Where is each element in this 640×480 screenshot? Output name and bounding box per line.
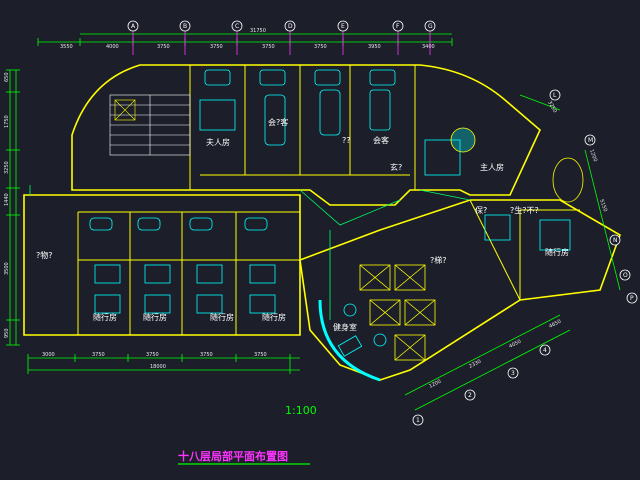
dim-top-4: 3750 bbox=[210, 44, 223, 50]
dim-top-1: 3550 bbox=[60, 44, 73, 50]
room-label-wu: ?物? bbox=[36, 250, 53, 260]
axis-top-e: E bbox=[341, 23, 345, 30]
dim-diag-1: 1200 bbox=[428, 379, 442, 390]
room-label-bao-xian: 保? bbox=[475, 205, 487, 215]
axis-right-l: L bbox=[553, 92, 557, 99]
dim-top-5: 3750 bbox=[262, 44, 275, 50]
dim-top-8: 3400 bbox=[422, 44, 435, 50]
dim-left-3: 3250 bbox=[4, 161, 10, 174]
axis-diag-4: 4 bbox=[543, 347, 547, 354]
axis-diag-1: 1 bbox=[416, 417, 420, 424]
drawing-scale: 1:100 bbox=[285, 404, 317, 417]
stair-core bbox=[109, 94, 191, 156]
dim-diag-2: 2330 bbox=[468, 359, 482, 370]
dim-diag-3: 4050 bbox=[508, 339, 522, 350]
dim-left-6: 950 bbox=[4, 328, 10, 338]
dim-bottom-2: 3750 bbox=[92, 352, 105, 358]
axis-right-o: O bbox=[623, 272, 628, 279]
room-label-sui-xing-3: 随行房 bbox=[210, 312, 234, 322]
axis-right-m: M bbox=[588, 137, 593, 144]
left-dimension-chain bbox=[6, 69, 20, 346]
furniture bbox=[89, 69, 584, 382]
axis-diag-3: 3 bbox=[511, 370, 515, 377]
axis-right-n: N bbox=[613, 237, 618, 244]
room-label-sui-xing-2: 随行房 bbox=[143, 312, 167, 322]
axis-top-d: D bbox=[288, 23, 293, 30]
dim-diag-4: 4650 bbox=[548, 319, 562, 330]
dim-left-2: 1750 bbox=[4, 115, 10, 128]
dim-right-3: 5150 bbox=[598, 199, 608, 213]
axis-top-c: C bbox=[235, 23, 239, 30]
room-label-hui-ke-1: 会?客 bbox=[268, 117, 288, 127]
dim-left-4: 1440 bbox=[4, 193, 10, 206]
room-label-wei-sheng-jian: ?生?不? bbox=[510, 205, 539, 215]
room-label-ti: ?梯? bbox=[430, 255, 447, 265]
bottom-dimension-chain bbox=[27, 354, 300, 374]
diagonal-axis-markers bbox=[412, 89, 638, 426]
axis-top-g: G bbox=[428, 23, 433, 30]
dim-bottom-4: 3750 bbox=[200, 352, 213, 358]
top-axis-markers bbox=[127, 20, 436, 55]
dim-top-7: 3950 bbox=[368, 44, 381, 50]
dim-bottom-1: 3000 bbox=[42, 352, 55, 358]
axis-top-b: B bbox=[183, 23, 187, 30]
room-label-zhu-ren-fang: 主人房 bbox=[480, 162, 504, 172]
building-walls bbox=[23, 64, 621, 381]
axis-right-p: P bbox=[630, 295, 634, 302]
room-label-sui-xing-4: 随行房 bbox=[262, 312, 286, 322]
axis-diag-2: 2 bbox=[468, 392, 472, 399]
dim-top-total: 31750 bbox=[250, 28, 266, 34]
dim-right-2: 1200 bbox=[588, 149, 598, 163]
dim-right-1: 3250 bbox=[546, 100, 558, 114]
room-label-unknown-1: ?? bbox=[342, 136, 351, 145]
dim-bottom-total: 18000 bbox=[150, 364, 166, 370]
drawing-title: 十八层局部平面布置图 bbox=[178, 449, 288, 463]
dim-top-3: 3750 bbox=[157, 44, 170, 50]
diagonal-dimension-chain bbox=[404, 94, 621, 411]
dim-top-2: 4000 bbox=[106, 44, 119, 50]
dim-bottom-3: 3750 bbox=[146, 352, 159, 358]
dim-left-1: 650 bbox=[4, 72, 10, 82]
room-label-jian-shen: 健身室 bbox=[333, 322, 357, 332]
axis-top-a: A bbox=[131, 23, 136, 30]
room-label-sui-xing-1: 随行房 bbox=[93, 312, 117, 322]
room-label-sui-xing-top-right: 随行房 bbox=[545, 247, 569, 257]
room-label-xuan: 玄? bbox=[390, 162, 402, 172]
dim-top-6: 3750 bbox=[314, 44, 327, 50]
elevator-core bbox=[359, 264, 436, 361]
room-label-fu-ren-fang: 夫人房 bbox=[206, 137, 230, 147]
corridor-lines bbox=[29, 185, 471, 320]
room-label-hui-ke-2: 会客 bbox=[373, 135, 389, 145]
dim-bottom-5: 3750 bbox=[254, 352, 267, 358]
dim-left-5: 3500 bbox=[4, 262, 10, 275]
axis-top-f: F bbox=[396, 23, 400, 30]
